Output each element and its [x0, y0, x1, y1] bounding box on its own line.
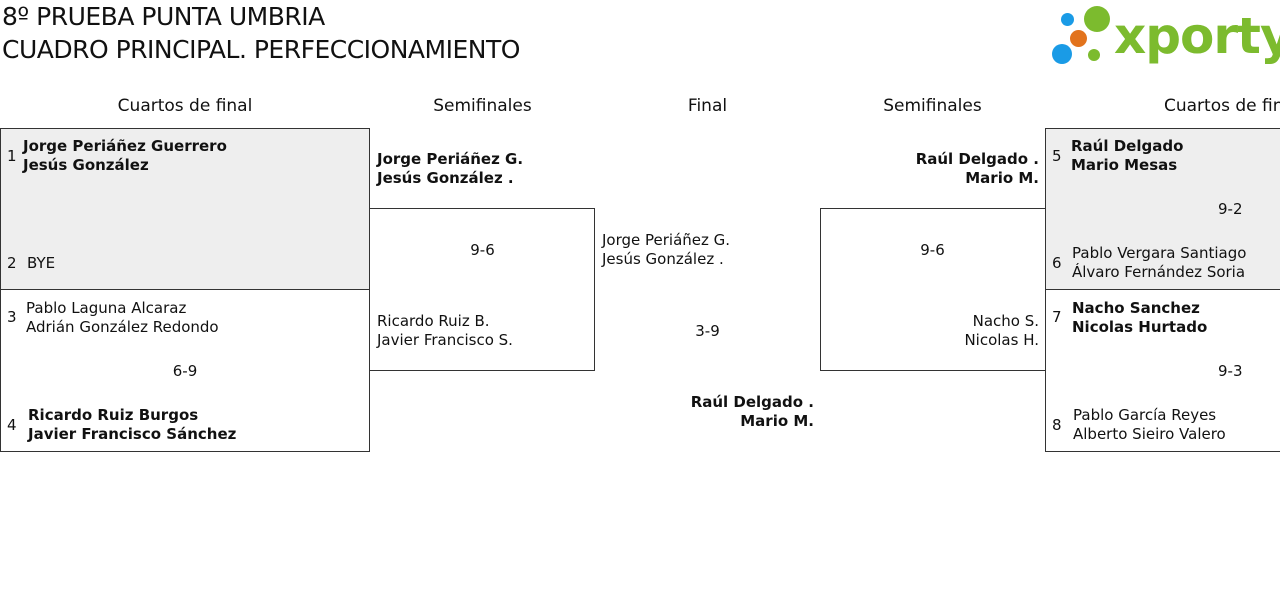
player-name: Raúl Delgado .	[915, 150, 1039, 168]
page-title: 8º PRUEBA PUNTA UMBRIA	[2, 2, 325, 31]
player-name: Javier Francisco S.	[377, 331, 513, 349]
player-name: Jesús González	[23, 156, 149, 174]
player-name: Raúl Delgado .	[690, 393, 814, 411]
seed-number: 1	[7, 147, 17, 165]
player-name: Pablo Laguna Alcaraz	[26, 299, 187, 317]
player-name: Nacho Sanchez	[1072, 299, 1200, 317]
logo-dot-orange	[1070, 30, 1087, 47]
player-name: Jesús González .	[602, 250, 724, 268]
match-score: 9-3	[1218, 362, 1243, 380]
header-quarterfinals-right: Cuartos de final	[1164, 96, 1280, 116]
xporty-logo[interactable]: xporty	[1050, 4, 1280, 68]
page-subtitle: CUADRO PRINCIPAL. PERFECCIONAMIENTO	[2, 35, 520, 64]
final-score: 3-9	[695, 322, 720, 340]
player-name: Jorge Periáñez Guerrero	[23, 137, 227, 155]
player-name: Pablo Vergara Santiago	[1072, 244, 1247, 262]
seed-number: 8	[1052, 416, 1062, 434]
header-semifinals-left: Semifinales	[433, 96, 532, 116]
seed-number: 3	[7, 308, 17, 326]
player-name: Mario Mesas	[1071, 156, 1178, 174]
player-name: Nacho S.	[972, 312, 1039, 330]
player-name: Jorge Periáñez G.	[602, 231, 731, 249]
header-quarterfinals-left: Cuartos de final	[117, 96, 253, 116]
player-name: Álvaro Fernández Soria	[1072, 263, 1246, 281]
player-name: Jorge Periáñez G.	[377, 150, 524, 168]
player-name: Mario M.	[740, 412, 814, 430]
player-name: Alberto Sieiro Valero	[1073, 425, 1226, 443]
header-semifinals-right: Semifinales	[883, 96, 982, 116]
qf-left-match-1[interactable]	[0, 128, 370, 290]
seed-number: 6	[1052, 254, 1062, 272]
player-name: Ricardo Ruiz Burgos	[28, 406, 199, 424]
logo-text: xporty	[1114, 7, 1280, 65]
logo-dot-blue-large	[1052, 44, 1072, 64]
player-name: Ricardo Ruiz B.	[377, 312, 490, 330]
qf-right-match-2[interactable]	[1045, 289, 1280, 452]
player-name: Adrián González Redondo	[26, 318, 219, 336]
player-name: Nicolas H.	[964, 331, 1039, 349]
seed-number: 5	[1052, 147, 1062, 165]
match-score: 9-6	[920, 241, 945, 259]
header-final: Final	[687, 96, 728, 116]
player-name: Mario M.	[965, 169, 1039, 187]
match-score: 9-6	[470, 241, 495, 259]
player-name: Javier Francisco Sánchez	[28, 425, 237, 443]
seed-number: 7	[1052, 308, 1062, 326]
logo-dot-blue	[1061, 13, 1074, 26]
match-score: 9-2	[1218, 200, 1243, 218]
seed-number: 2	[7, 254, 17, 272]
logo-dot-green-small	[1088, 49, 1100, 61]
logo-dot-green	[1084, 6, 1110, 32]
player-name: BYE	[27, 254, 56, 272]
sf-left-match[interactable]	[369, 208, 595, 371]
seed-number: 4	[7, 416, 17, 434]
player-name: Pablo García Reyes	[1073, 406, 1217, 424]
player-name: Nicolas Hurtado	[1072, 318, 1208, 336]
qf-right-match-1[interactable]	[1045, 128, 1280, 290]
match-score: 6-9	[172, 362, 198, 380]
player-name: Jesús González .	[377, 169, 514, 187]
player-name: Raúl Delgado	[1071, 137, 1184, 155]
